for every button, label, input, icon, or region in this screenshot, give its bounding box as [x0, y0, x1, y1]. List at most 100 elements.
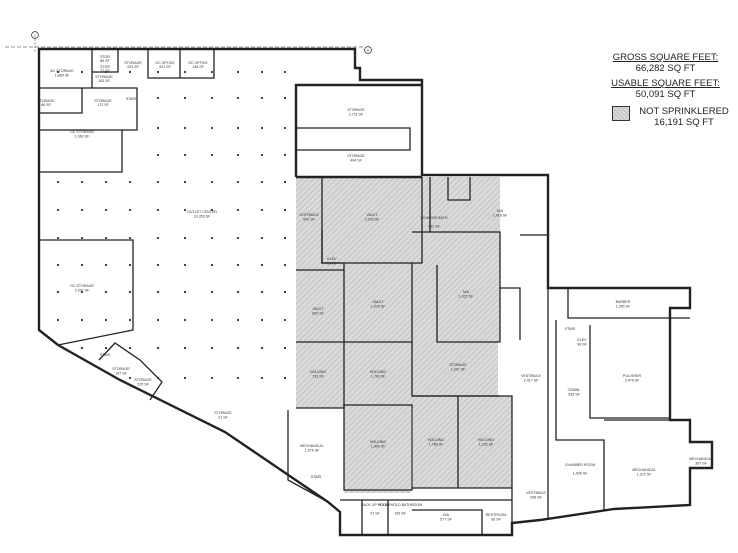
- column-mark: [81, 209, 83, 211]
- room-label-text: 146 SF: [192, 65, 204, 69]
- column-mark: [105, 237, 107, 239]
- room-label-text: A: [367, 49, 370, 53]
- room-label-text: 86 SF: [41, 103, 51, 107]
- column-mark: [237, 347, 239, 349]
- hatch-swatch-icon: [612, 106, 630, 121]
- room-label-text: CRAWL: [568, 388, 581, 392]
- column-mark: [237, 127, 239, 129]
- usable-square-feet-label: USABLE SQUARE FEET:: [611, 78, 720, 89]
- column-mark: [81, 347, 83, 349]
- room-label-text: 535 SF: [568, 393, 580, 397]
- room-label-text: VAULT: [366, 213, 378, 217]
- column-mark: [284, 154, 286, 156]
- column-mark: [284, 97, 286, 99]
- room-label-text: STORAGE: [37, 99, 55, 103]
- column-mark: [129, 347, 131, 349]
- column-mark: [129, 377, 131, 379]
- room-label-text: HOUSEHOLD BATHROOM: [378, 503, 422, 507]
- room-label-text: 1,416 SF: [493, 214, 508, 218]
- room-label-text: VESTIBULE: [299, 213, 319, 217]
- room-stair-b: STAIR: [100, 353, 111, 357]
- column-mark: [81, 237, 83, 239]
- column-mark: [157, 97, 159, 99]
- column-mark: [211, 154, 213, 156]
- column-mark: [105, 209, 107, 211]
- column-mark: [211, 347, 213, 349]
- room-label-text: STORAGE: [449, 363, 467, 367]
- column-mark: [129, 264, 131, 266]
- room-label-text: 733 SF: [312, 375, 324, 379]
- gridline-a-marker: A: [364, 46, 372, 54]
- room-label-text: 1,022 SF: [459, 295, 474, 299]
- room-label-text: 1,200 SF: [616, 305, 631, 309]
- room-label-text: 266 SF: [530, 496, 542, 500]
- room-label-text: 1,793 SF: [371, 375, 386, 379]
- room-label-text: 19,353 SF: [194, 215, 211, 219]
- room-label-text: STORAGE: [347, 108, 365, 112]
- column-mark: [81, 319, 83, 321]
- room-na-2: N/A1,022 SF: [459, 290, 474, 299]
- column-mark: [184, 319, 186, 321]
- room-label-text: N/A: [463, 290, 470, 294]
- room-label-text: 147 SF: [115, 372, 127, 376]
- column-mark: [81, 181, 83, 183]
- room-label-text: STORAGE: [134, 378, 152, 382]
- column-mark: [237, 154, 239, 156]
- room-label-text: CHAMBER ROOM: [565, 463, 595, 467]
- room-label-text: 89 SF: [100, 59, 110, 63]
- column-mark: [157, 377, 159, 379]
- room-label-text: 2,997 SF: [75, 289, 90, 293]
- room-label-text: 577 SF: [440, 518, 452, 522]
- room-label-text: VAULT: [312, 307, 324, 311]
- room-label-text: HOLDING: [428, 438, 445, 442]
- room-label-text: STAIR: [126, 97, 137, 101]
- room-label-text: 1,097 SF: [451, 368, 466, 372]
- room-label-text: 21 SF: [218, 416, 228, 420]
- column-mark: [184, 71, 186, 73]
- room-label-text: 172 SF: [97, 103, 109, 107]
- column-mark: [211, 291, 213, 293]
- column-mark: [284, 319, 286, 321]
- room-label-text: VESTIBULE: [526, 491, 546, 495]
- room-label-text: RESTROOM: [486, 513, 507, 517]
- room-label-text: 1,232 SF: [479, 443, 494, 447]
- column-mark: [57, 319, 59, 321]
- column-mark: [184, 237, 186, 239]
- room-label-text: 77 SF: [100, 69, 110, 73]
- room-label-text: MECHANICAL: [689, 457, 713, 461]
- room-label-text: OC STORAGE: [70, 130, 94, 134]
- column-mark: [129, 319, 131, 321]
- column-mark: [157, 71, 159, 73]
- column-mark: [57, 291, 59, 293]
- column-mark: [129, 71, 131, 73]
- room-label-text: MECHANICAL: [300, 444, 324, 448]
- room-label-text: 1,884 SF: [55, 74, 70, 78]
- column-mark: [284, 237, 286, 239]
- room-label-text: 640 SF: [303, 218, 315, 222]
- room-label-text: ELEV: [327, 257, 337, 261]
- room-label-text: POLISHER: [623, 374, 642, 378]
- column-mark: [129, 181, 131, 183]
- column-mark: [211, 181, 213, 183]
- column-mark: [57, 181, 59, 183]
- column-mark: [211, 377, 213, 379]
- room-label-text: 97 SF: [370, 512, 380, 516]
- column-mark: [237, 181, 239, 183]
- room-label-text: OC STORAGE: [70, 284, 94, 288]
